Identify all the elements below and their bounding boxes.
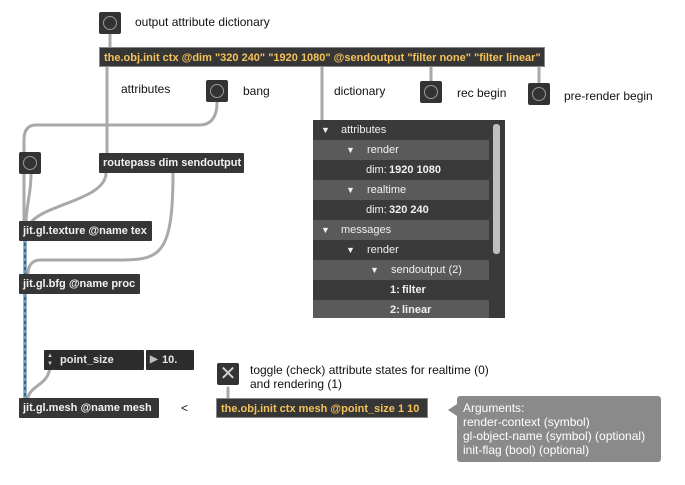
dict-row[interactable]: ▼ attributes xyxy=(313,120,489,140)
comment-output-dict: output attribute dictionary xyxy=(135,15,270,29)
realtime-render-toggle[interactable]: ✕ xyxy=(217,363,239,385)
comment-attributes: attributes xyxy=(121,82,171,96)
bfg-object[interactable]: jit.gl.bfg @name proc xyxy=(19,274,140,294)
dict-row[interactable]: ▼ messages xyxy=(313,220,489,240)
bang-button-icon xyxy=(103,16,117,30)
number-arrow-icon: ▶ xyxy=(150,354,158,365)
output-dict-button[interactable] xyxy=(99,12,121,34)
bang-button-icon xyxy=(210,84,224,98)
bang-button-icon xyxy=(424,85,438,99)
comment-rec-begin: rec begin xyxy=(457,86,507,100)
bang-button-icon xyxy=(532,87,546,101)
comment-less-than: < xyxy=(181,401,189,415)
dict-row[interactable]: ▼ realtime xyxy=(313,180,489,200)
prerender-begin-button[interactable] xyxy=(528,83,550,105)
triangle-down-icon: ▼ xyxy=(321,125,330,135)
comment-dictionary: dictionary xyxy=(334,84,386,98)
tooltip-pointer xyxy=(448,404,457,416)
cord-bang-to-texture xyxy=(22,101,219,226)
cord-button2-to-texture xyxy=(24,172,33,226)
rec-begin-button[interactable] xyxy=(420,81,442,103)
triangle-down-icon: ▼ xyxy=(321,225,330,235)
dict-row[interactable]: ▼ sendoutput (2) xyxy=(313,260,489,280)
triangle-down-icon: ▼ xyxy=(346,145,355,155)
dict-row[interactable]: dim: 1920 1080 xyxy=(366,164,441,176)
init-ctx-message[interactable]: the.obj.init ctx @dim "320 240" "1920 10… xyxy=(99,47,545,67)
comment-toggle-note: toggle (check) attribute states for real… xyxy=(250,363,489,391)
mesh-object[interactable]: jit.gl.mesh @name mesh xyxy=(19,398,159,418)
dict-row[interactable]: ▼ render xyxy=(313,140,489,160)
comment-prerender-begin: pre-render begin xyxy=(564,89,653,103)
bang-button-icon xyxy=(23,156,37,170)
arguments-tooltip: Arguments: render-context (symbol) gl-ob… xyxy=(448,396,661,462)
comment-bang: bang xyxy=(243,84,270,98)
cord-route-to-bfg xyxy=(26,171,175,276)
dict-scrollbar[interactable] xyxy=(493,124,500,254)
dict-row[interactable]: ▼ render xyxy=(313,240,489,260)
triangle-down-icon: ▼ xyxy=(346,245,355,255)
cord-route-to-texture xyxy=(28,171,108,226)
bang-button[interactable] xyxy=(206,80,228,102)
x-toggle-icon: ✕ xyxy=(219,363,237,385)
attrui-point-size[interactable]: ▲▼ point_size xyxy=(44,350,144,370)
texture-bang-button[interactable] xyxy=(19,152,41,174)
dict-view[interactable]: ▼ attributes ▼ render dim: 1920 1080 ▼ r… xyxy=(313,120,505,318)
dict-row[interactable]: dim: 320 240 xyxy=(366,204,429,216)
dict-row[interactable]: 1: filter xyxy=(390,284,426,296)
triangle-down-icon: ▼ xyxy=(370,265,379,275)
init-mesh-message[interactable]: the.obj.init ctx mesh @point_size 1 10 xyxy=(216,398,428,418)
point-size-number[interactable]: ▶ 10. xyxy=(146,350,194,370)
texture-object[interactable]: jit.gl.texture @name tex xyxy=(19,221,152,241)
triangle-down-icon: ▼ xyxy=(346,185,355,195)
updown-arrows-icon: ▲▼ xyxy=(47,353,53,367)
routepass-object[interactable]: routepass dim sendoutput xyxy=(99,153,244,173)
dict-row[interactable]: 2: linear xyxy=(313,300,489,318)
